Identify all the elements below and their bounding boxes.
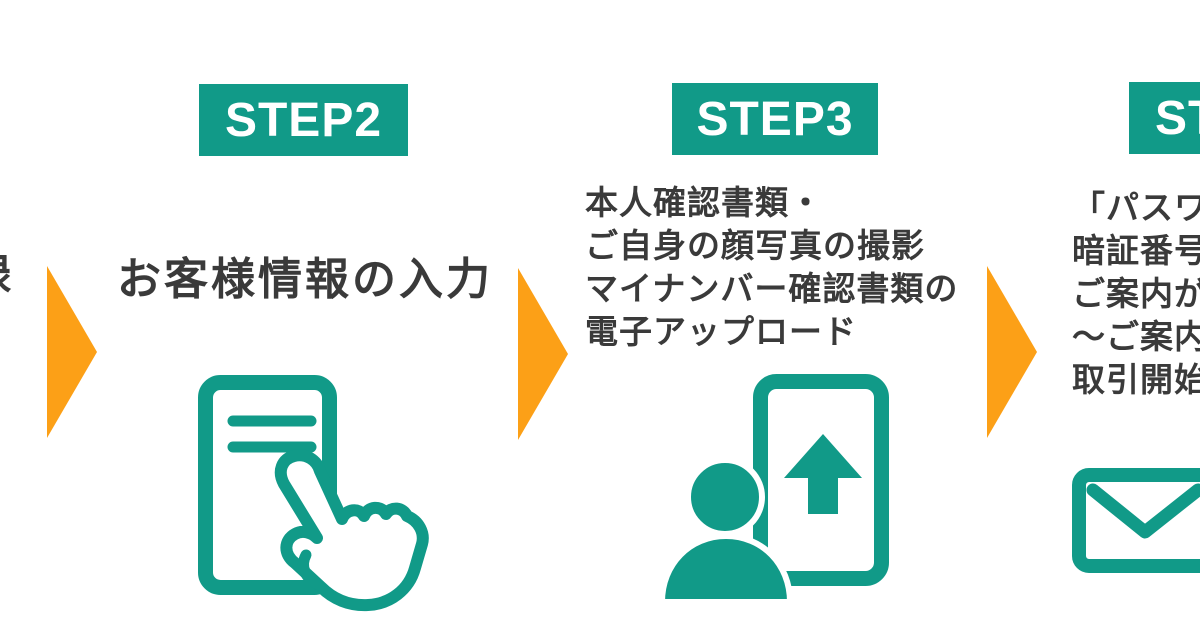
arrow-right-icon [518, 268, 568, 440]
step4-description: 「パスワ 暗証番号 ご案内が ～ご案内 取引開始 [1072, 186, 1200, 401]
step4-line: 「パスワ [1072, 189, 1200, 226]
envelope-flap [1086, 483, 1200, 539]
form-tap-icon [198, 375, 429, 612]
thumb-curl [298, 549, 325, 591]
step4-line: ～ご案内 [1072, 318, 1200, 355]
step3-line: 本人確認書類・ [585, 184, 823, 221]
arrow-right-icon [47, 266, 97, 438]
person-body [658, 532, 794, 605]
step3-line: 電子アップロード [585, 313, 857, 350]
step4-line: ご案内が [1072, 275, 1200, 312]
upload-arrow [784, 434, 862, 514]
person-phone-upload-icon [658, 374, 889, 605]
step3-description: 本人確認書類・ ご自身の顔写真の撮影 マイナンバー確認書類の 電子アップロード [585, 181, 958, 353]
envelope-icon [1072, 468, 1200, 573]
step4-line: 暗証番号 [1072, 232, 1200, 269]
step3-badge: STEP3 [672, 83, 878, 155]
step4-line: 取引開始 [1072, 361, 1200, 398]
step4-badge: STEP4 [1129, 82, 1200, 154]
tap-hand [274, 449, 429, 612]
step3-line: マイナンバー確認書類の [585, 270, 959, 307]
step2-title: お客様情報の入力 [117, 255, 493, 304]
arrow-right-icon [987, 266, 1037, 438]
person-head [685, 457, 765, 537]
prev-step-text-fragment: 録 [0, 240, 11, 304]
step2-badge: STEP2 [199, 84, 408, 156]
step3-line: ご自身の顔写真の撮影 [585, 227, 925, 264]
